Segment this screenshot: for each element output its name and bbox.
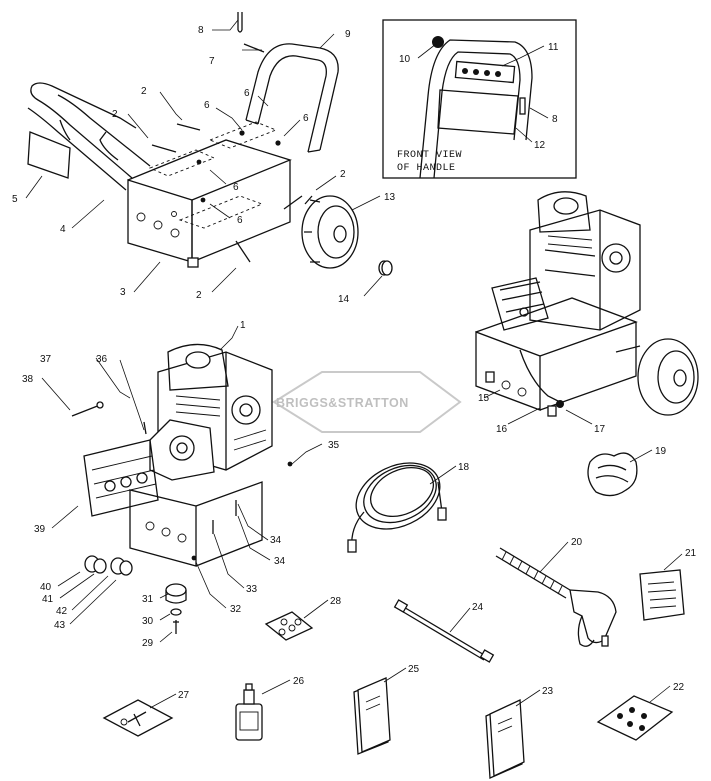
callout-2-b: 2 [112,109,118,120]
high-pressure-hose [347,462,447,553]
inset-caption-line2: OF HANDLE [397,163,456,174]
callout-14: 14 [338,294,350,305]
callout-34-b: 34 [270,535,282,546]
callout-4: 4 [60,224,66,235]
handle-front-view-inset: FRONT VIEW OF HANDLE [382,19,577,179]
callout-32: 32 [230,604,242,615]
callout-43: 43 [54,620,66,631]
callout-10: 10 [399,54,411,65]
callout-2-d: 2 [196,290,202,301]
callout-24: 24 [472,602,484,613]
parts-manual [353,677,391,755]
hose-wrap [587,452,638,497]
callout-28: 28 [330,596,342,607]
callout-31: 31 [142,594,154,605]
callout-11: 11 [548,42,559,53]
callout-6-e: 6 [237,215,243,226]
callout-39: 39 [34,524,46,535]
spray-gun [495,547,617,647]
callout-3: 3 [120,287,126,298]
callout-40: 40 [40,582,52,593]
callout-21: 21 [685,548,697,559]
callout-17: 17 [594,424,606,435]
callout-8-inset: 8 [552,114,558,125]
wheel [301,195,359,269]
callout-16: 16 [496,424,508,435]
callout-36: 36 [96,354,108,365]
operator-manual [485,699,525,779]
callout-26: 26 [293,676,305,687]
callout-37: 37 [40,354,52,365]
watermark-text: BRIGGS&STRATTON [276,396,409,410]
accessories [102,452,685,779]
callout-38: 38 [22,374,34,385]
frame-assembly [27,12,393,276]
callout-6-d: 6 [233,182,239,193]
callout-23: 23 [542,686,554,697]
callout-41: 41 [42,594,54,605]
oil-bottle [235,683,263,741]
callout-6-c: 6 [303,113,309,124]
engine-pump-exploded [71,343,293,634]
callout-35: 35 [328,440,340,451]
spray-wand [393,599,495,663]
callout-6-b: 6 [244,88,250,99]
callout-1: 1 [240,320,246,331]
assembled-wheel [637,338,699,416]
callout-12: 12 [534,140,546,151]
callout-19: 19 [655,446,667,457]
callout-2-c: 2 [340,169,346,180]
callout-15: 15 [478,393,490,404]
callout-30: 30 [142,616,154,627]
callout-13: 13 [384,192,396,203]
callout-20: 20 [571,537,583,548]
callout-6-a: 6 [204,100,210,111]
callout-18: 18 [458,462,470,473]
callout-27: 27 [178,690,190,701]
decal-sheet [639,569,685,621]
callout-34-a: 34 [274,556,286,567]
label-plate [27,131,71,179]
frame-foot [187,257,199,268]
brand-watermark: BRIGGS&STRATTON [272,371,462,433]
callout-5: 5 [12,194,18,205]
assembled-pressure-washer [475,191,699,417]
fittings-kit [264,611,314,641]
callout-9: 9 [345,29,351,40]
inset-caption-line1: FRONT VIEW [397,150,462,161]
callout-7: 7 [209,56,215,67]
callout-33: 33 [246,584,258,595]
callout-22: 22 [673,682,685,693]
callout-labels: 8 7 9 2 2 6 6 6 6 6 2 2 3 4 5 13 14 10 1… [12,19,697,709]
callout-8: 8 [198,25,204,36]
callout-25: 25 [408,664,420,675]
callout-42: 42 [56,606,68,617]
nozzle-kit [596,695,674,741]
callout-2-a: 2 [141,86,147,97]
callout-29: 29 [142,638,154,649]
instruction-card [102,699,174,737]
